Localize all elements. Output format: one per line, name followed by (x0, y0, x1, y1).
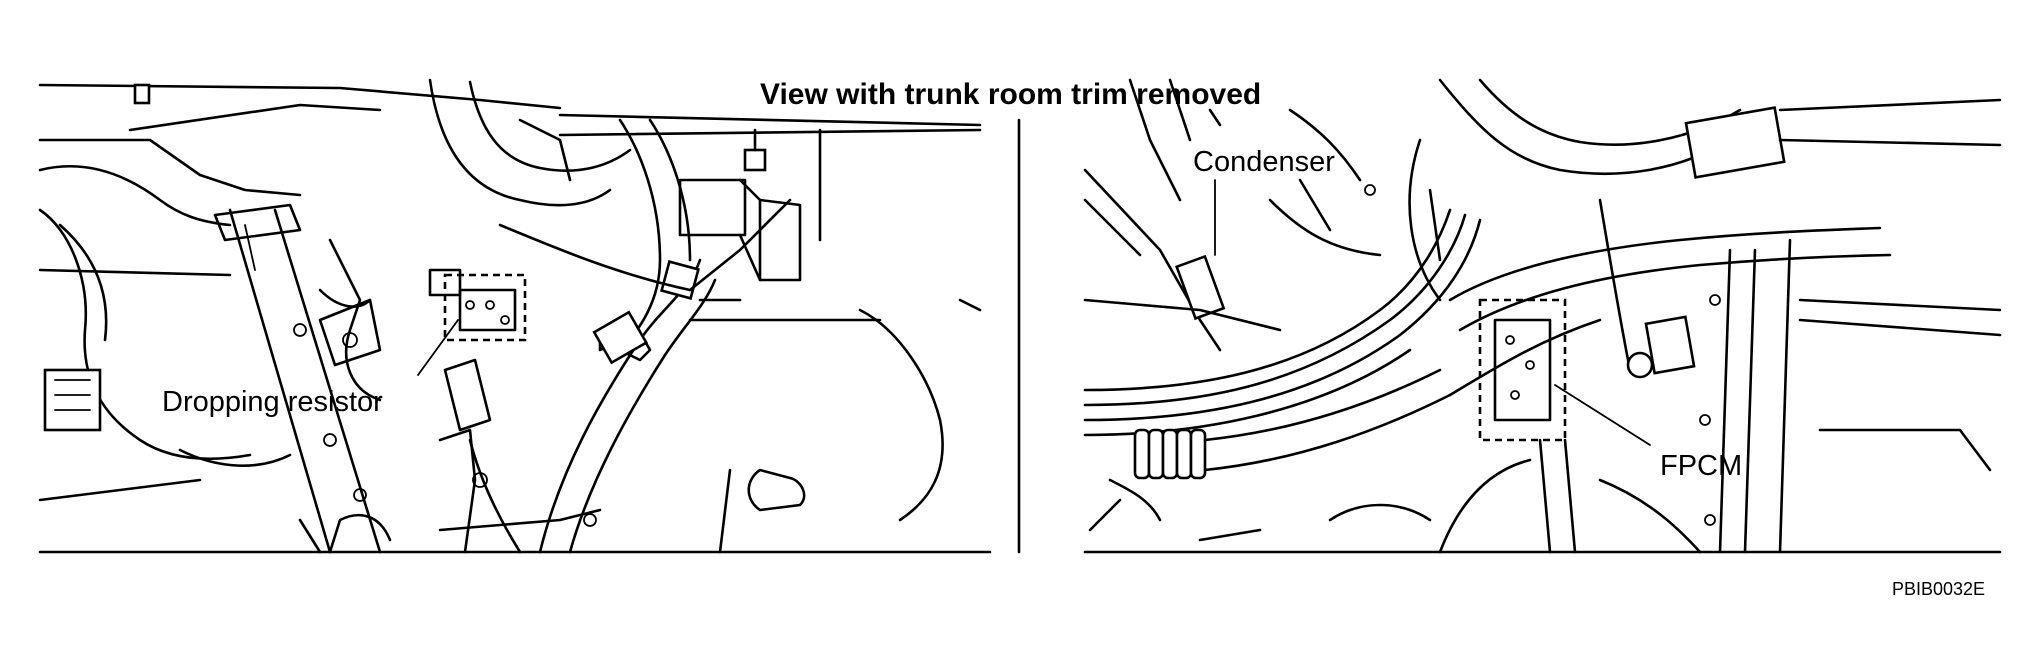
diagram-title: View with trunk room trim removed (760, 78, 1262, 111)
figure-code: PBIB0032E (1892, 579, 1986, 599)
corrugated-hose (1133, 428, 1207, 480)
fpcm-leader (1554, 384, 1651, 446)
dropping-resistor-label: Dropping resistor (162, 386, 383, 418)
dropping-resistor-outline (443, 273, 527, 342)
dropping-resistor-leader (417, 319, 459, 376)
condenser-label: Condenser (1193, 146, 1335, 178)
right-view-drawing (1083, 78, 2002, 554)
fpcm-label: FPCM (1660, 450, 1743, 482)
fpcm-outline (1478, 298, 1567, 442)
left-view-drawing (38, 78, 992, 554)
